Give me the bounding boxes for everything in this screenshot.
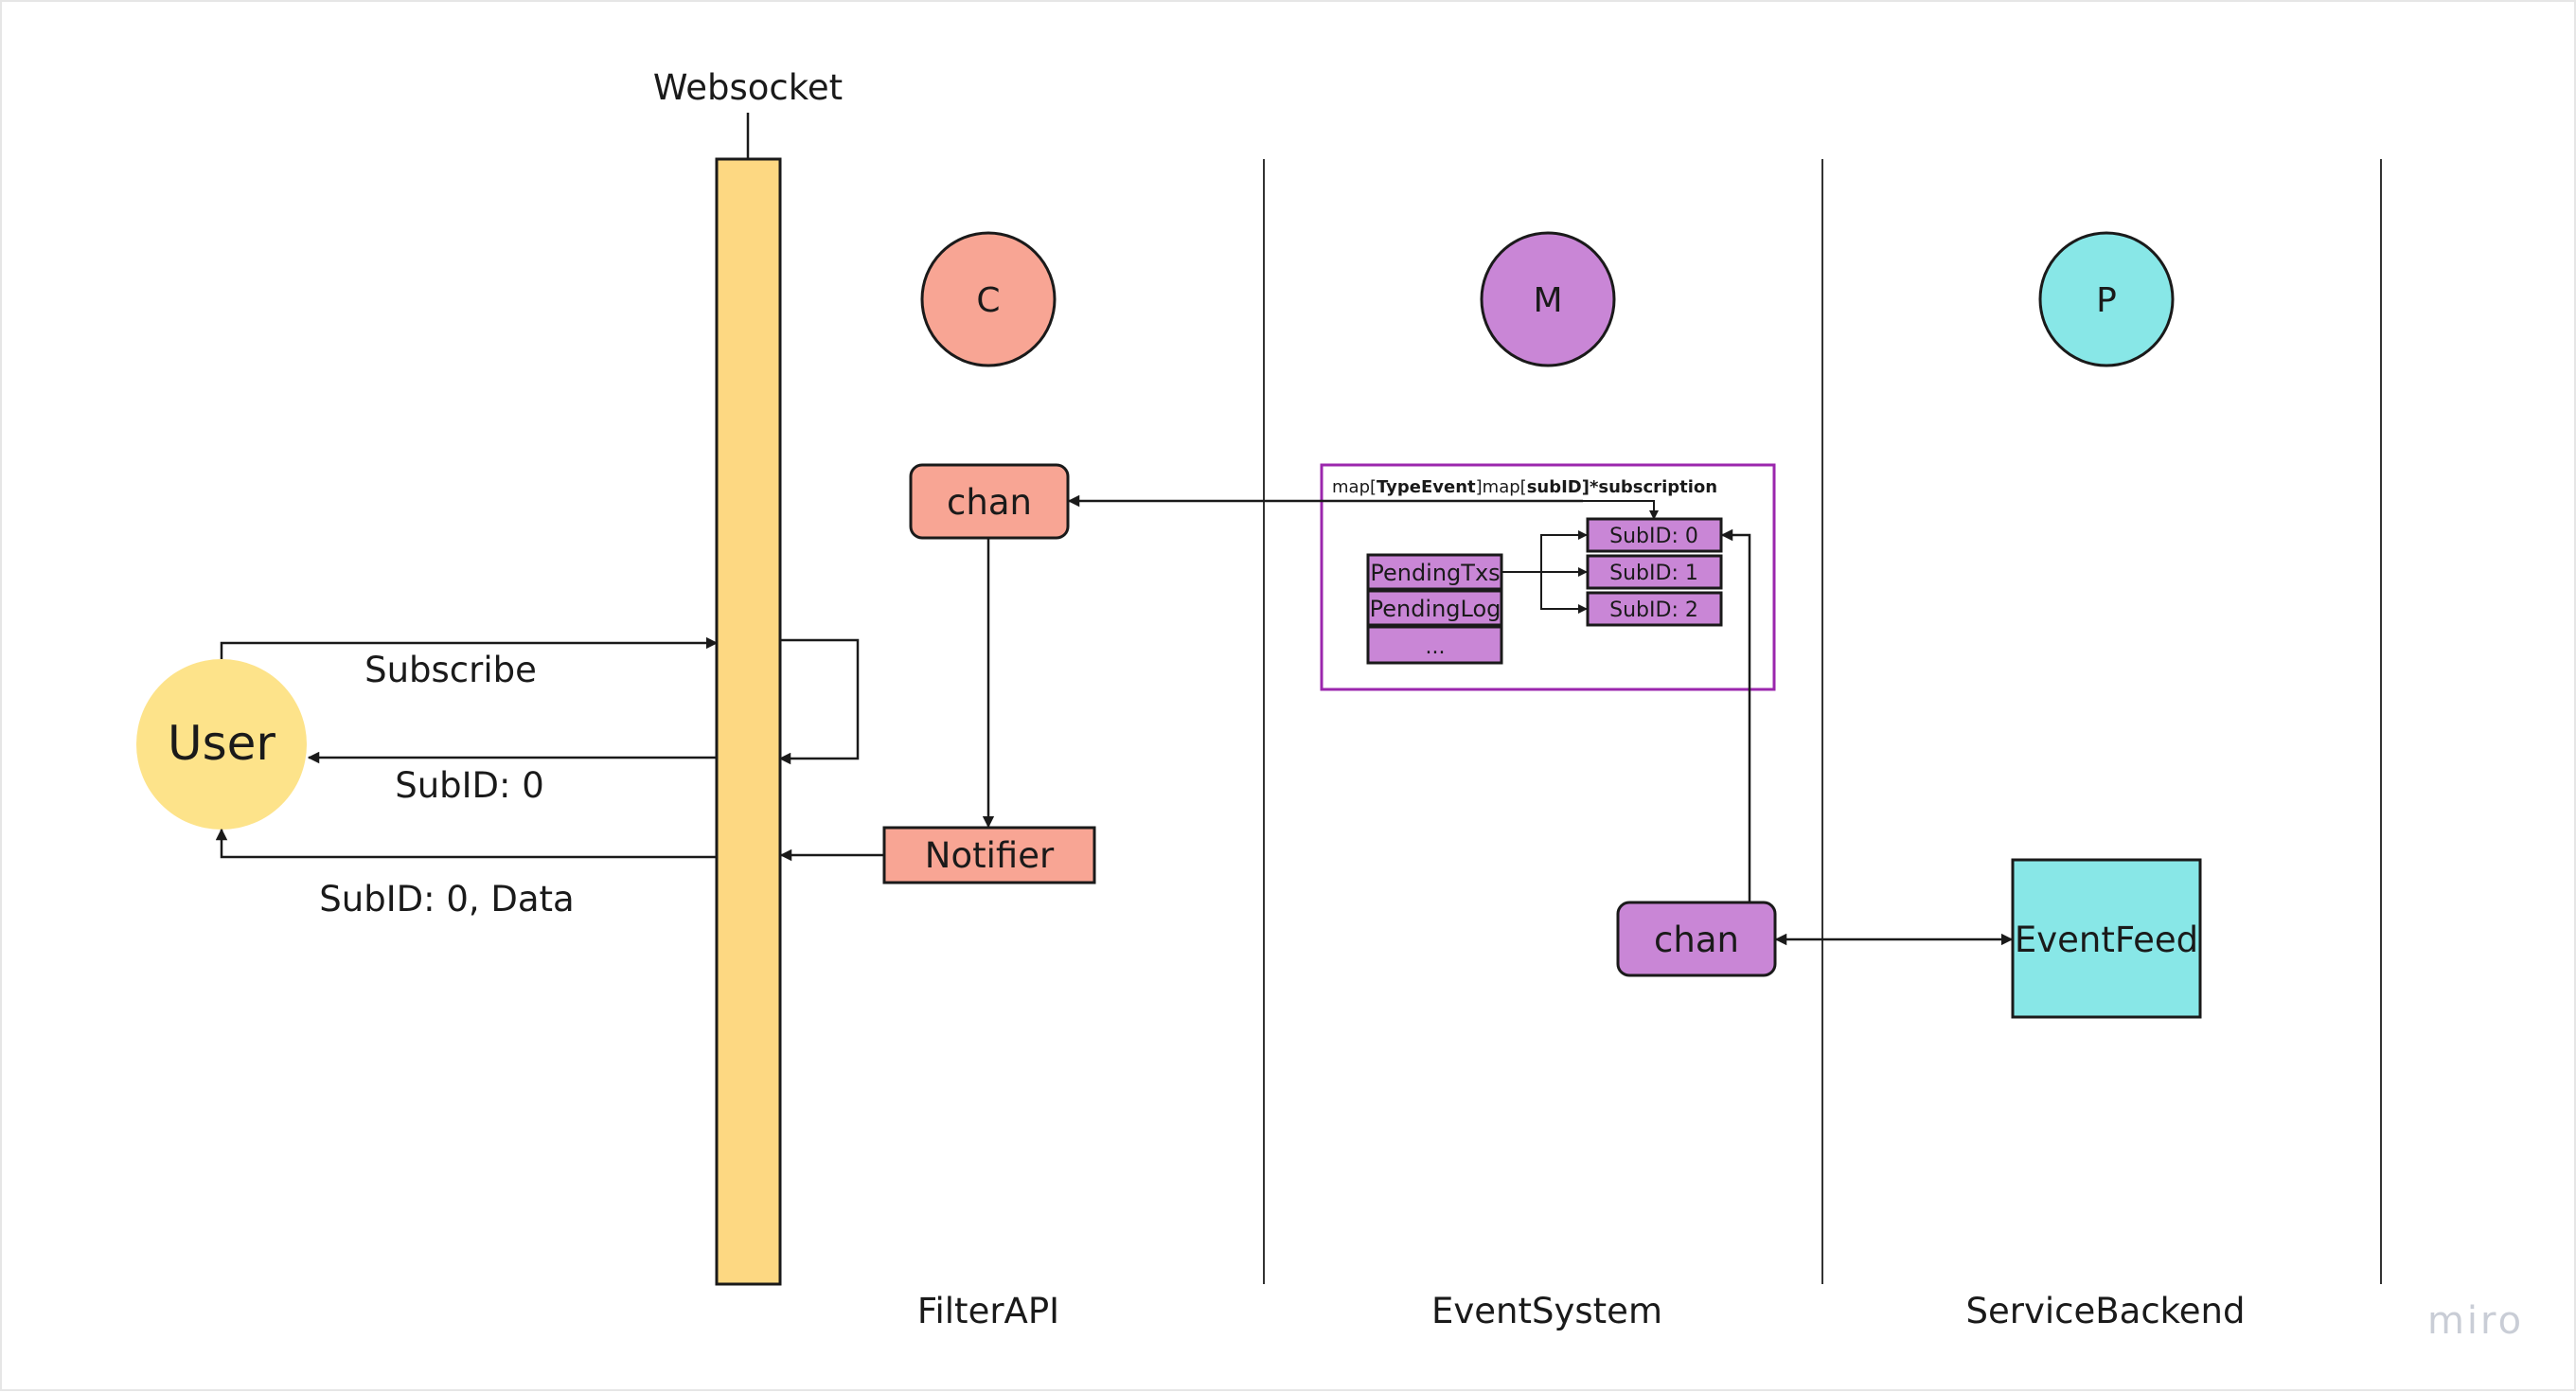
map-key-pointer-arrow [1583,500,1659,520]
subscribe-arrow [220,636,719,659]
sub-item-2-label: SubID: 2 [1609,598,1698,622]
sub-item-1-label: SubID: 1 [1609,562,1698,585]
filter-api-title: FilterAPI [917,1291,1059,1331]
user-node[interactable] [136,659,307,830]
type-item-pendinglog-label: PendingLog [1370,596,1501,622]
data-reply-label: SubID: 0, Data [319,879,574,920]
service-backend-title: ServiceBackend [1966,1291,2246,1331]
event-chan-to-sub0-arrow [1720,528,1751,902]
event-feed-label: EventFeed [2015,920,2198,960]
websocket-loop-arrow [778,638,860,765]
subscription-map-type: map[TypeEvent]map[subID]*subscription [1332,477,1717,497]
websocket-label: Websocket [653,67,843,108]
user-label: User [168,716,275,771]
service-backend-badge[interactable] [2038,231,2175,367]
sub-item-2[interactable] [1586,591,1723,627]
type-item-more-label: ... [1426,635,1446,659]
data-reply-arrow [215,828,717,859]
sub-item-1[interactable] [1586,554,1723,590]
notifier-box[interactable] [882,826,1096,884]
sub-item-0-label: SubID: 0 [1609,525,1698,548]
miro-watermark: miro [2427,1299,2524,1343]
type-item-pendingtxs-label: PendingTxs [1370,560,1500,586]
type-to-sub2-arrow [1540,572,1588,614]
filter-chan-label: chan [947,482,1032,523]
event-system-title: EventSystem [1431,1291,1662,1331]
type-item-pendinglog[interactable] [1366,589,1503,627]
websocket-bar[interactable] [715,157,782,1286]
filter-api-badge[interactable] [920,231,1057,367]
type-to-sub0-arrow [1540,530,1588,572]
subscribe-label: Subscribe [364,650,537,690]
event-system-badge-letter: M [1533,281,1562,320]
subid-reply-label: SubID: 0 [395,765,544,806]
filter-api-badge-letter: C [976,281,1000,320]
type-item-more[interactable] [1366,625,1503,665]
sub-item-0[interactable] [1586,517,1723,553]
event-system-badge[interactable] [1480,231,1616,367]
service-backend-badge-letter: P [2096,281,2117,320]
event-chan-label: chan [1654,920,1739,960]
notifier-label: Notifier [925,835,1055,876]
event-feed-box[interactable] [2011,858,2202,1019]
subscription-map-container [1320,463,1776,691]
